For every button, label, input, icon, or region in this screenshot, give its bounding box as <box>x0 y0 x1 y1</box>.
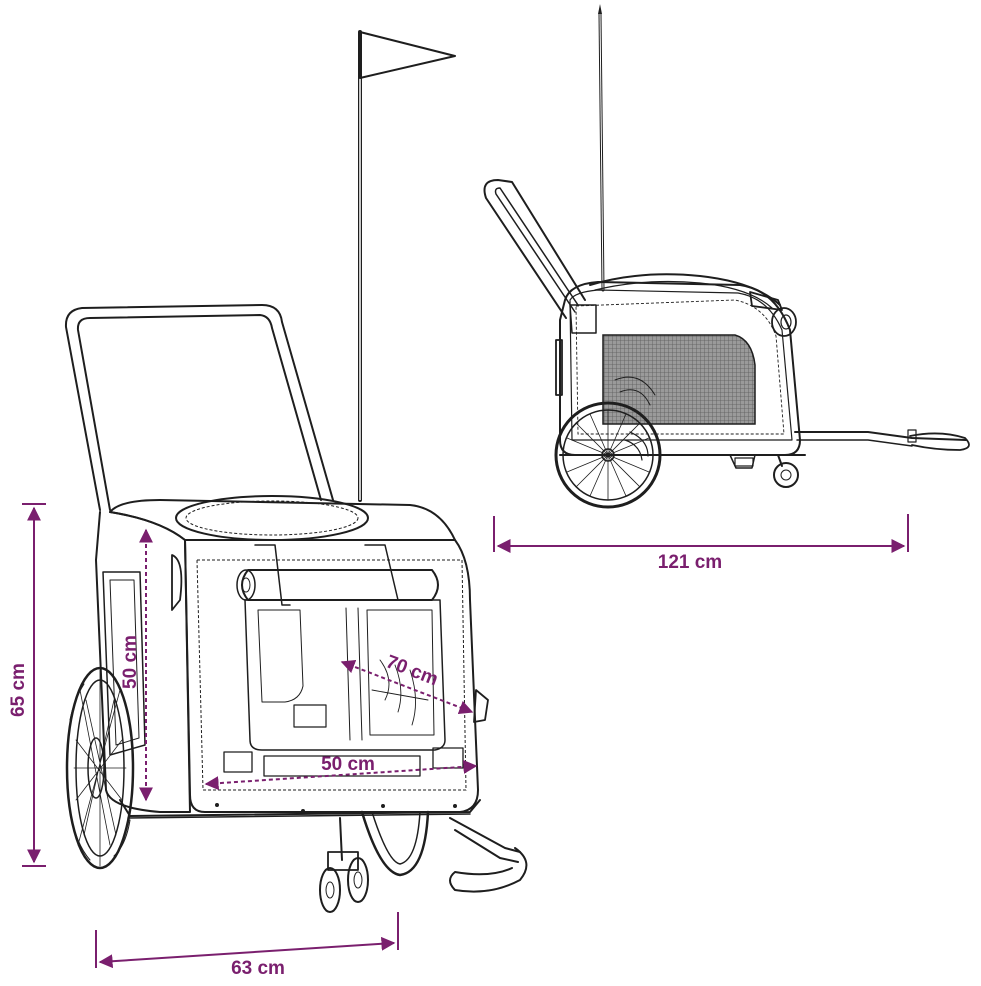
pet-bike-trailer-front-icon <box>64 30 528 913</box>
cabin-height-label: 50 cm <box>120 635 141 689</box>
safety-flag-icon <box>358 30 456 502</box>
side-flag-pole-icon <box>598 4 605 292</box>
side-cabin <box>555 273 801 456</box>
right-wheel-icon <box>360 810 430 877</box>
overall-width-label: 63 cm <box>231 958 285 979</box>
mesh-window <box>602 334 756 425</box>
trailer-cabin <box>95 495 489 819</box>
caster-wheels-icon <box>319 817 369 913</box>
overall-height-label: 65 cm <box>8 663 29 717</box>
dimension-annotations: 65 cm 50 cm 70 cm 50 cm 63 cm 121 cm <box>8 503 909 979</box>
pet-bike-trailer-side-icon <box>483 4 970 509</box>
cabin-width-label: 50 cm <box>321 754 375 775</box>
side-frame-icon <box>559 429 970 488</box>
push-handle-icon <box>64 304 334 511</box>
cabin-depth-label: 70 cm <box>383 651 441 690</box>
overall-length-label: 121 cm <box>658 552 722 573</box>
left-wheel-icon <box>65 666 135 870</box>
side-push-handle-icon <box>483 179 586 319</box>
tow-bar-icon <box>449 817 528 893</box>
